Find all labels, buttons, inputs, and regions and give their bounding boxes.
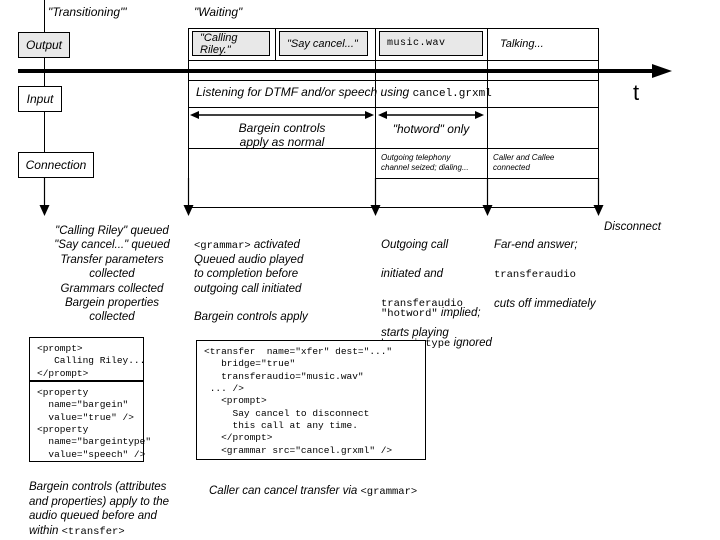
annotation-queued-audio: Queued audio played to completion before… — [194, 254, 304, 295]
annotation-transferaudio-code: transferaudio — [381, 297, 463, 310]
caption-cancel-transfer: Caller can cancel transfer via <grammar> — [209, 470, 499, 500]
code-box-property-text: <property name="bargein" value="true" />… — [37, 387, 152, 460]
grid-hline-output-top — [188, 28, 599, 29]
caption-cancel-text: Caller can cancel transfer via — [209, 485, 361, 498]
lane-label-output-text: Output — [25, 38, 63, 52]
lane-label-input-text: Input — [26, 92, 54, 106]
output-chip-say-cancel-text: "Say cancel..." — [287, 37, 358, 50]
time-axis-line — [18, 69, 658, 73]
grid-vline-waiting-start — [188, 28, 189, 208]
annotation-disconnect: Disconnect — [604, 221, 661, 233]
grid-vline-saycancel — [275, 28, 276, 60]
code-box-prompt: <prompt> Calling Riley... </prompt> — [29, 337, 146, 381]
annotation-outgoing-call-l2: initiated and — [381, 268, 444, 281]
lane-label-connection: Connection — [18, 152, 94, 178]
output-chip-music-wav: music.wav — [379, 31, 483, 56]
grid-hline-input-bottom — [188, 107, 599, 108]
event-arrow-far-end-answer — [482, 178, 493, 216]
caption-bargein-controls: Bargein controls (attributes and propert… — [29, 466, 194, 539]
lane-label-connection-text: Connection — [25, 158, 87, 172]
bargein-span-hotword-label: "hotword" only — [392, 122, 470, 136]
event-arrow-grammar-activated — [183, 178, 194, 216]
annotation-outgoing-call-l4: starts playing — [381, 326, 449, 339]
input-row-listening-prefix: Listening for DTMF and/or speech using — [196, 85, 413, 99]
time-axis-arrowhead — [652, 62, 672, 80]
phase-title-waiting: "Waiting" — [194, 5, 243, 19]
bargein-span-normal-label: Bargein controls apply as normal — [238, 121, 326, 150]
annotation-grammar-tail: activated — [250, 239, 300, 252]
annotation-grammar-activated: <grammar> activated — [194, 224, 374, 254]
event-arrow-collected — [39, 178, 50, 216]
event-arrow-outgoing-call — [370, 178, 381, 216]
annotation-far-end-l3: cuts off immediately — [494, 298, 596, 311]
annotation-hotword-tail: implied; — [437, 307, 481, 320]
lane-label-output: Output — [18, 32, 70, 58]
caption-transfer-tag: <transfer> — [61, 525, 125, 538]
annotation-bargeintype-tail: ignored — [450, 337, 492, 350]
lane-label-input: Input — [18, 86, 62, 112]
output-chip-calling-riley: "Calling Riley." — [192, 31, 270, 56]
annotation-collected: "Calling Riley" queued "Say cancel..." q… — [54, 225, 170, 324]
annotation-far-end-l1: Far-end answer; — [494, 239, 578, 252]
annotation-bargein-controls-apply: Bargein controls apply — [194, 311, 308, 323]
annotation-far-end-transferaudio: transferaudio — [494, 269, 576, 282]
code-box-transfer-text: <transfer name="xfer" dest="..." bridge=… — [204, 346, 393, 456]
event-arrow-disconnect — [593, 178, 604, 216]
output-chip-music-wav-text: music.wav — [387, 38, 446, 49]
grid-vline-talking — [487, 28, 488, 208]
grid-vline-right-edge — [598, 28, 599, 208]
annotation-outgoing-call-l1: Outgoing call — [381, 239, 449, 252]
connection-cell-dialing: Outgoing telephony channel seized; diali… — [381, 153, 469, 172]
grid-vline-music — [375, 28, 376, 208]
annotation-grammar-tag: <grammar> — [194, 240, 251, 253]
input-row-listening: Listening for DTMF and/or speech using c… — [196, 85, 492, 101]
output-chip-say-cancel: "Say cancel..." — [279, 31, 368, 56]
code-box-transfer: <transfer name="xfer" dest="..." bridge=… — [196, 340, 426, 460]
caption-grammar-tag: <grammar> — [360, 486, 418, 499]
output-chip-talking: Talking... — [491, 31, 595, 56]
output-chip-calling-riley-text: "Calling Riley." — [200, 31, 238, 56]
grid-hline-output-bottom — [188, 60, 599, 61]
grid-hline-bargein-bottom — [188, 148, 599, 149]
annotation-far-end-answer: Far-end answer; transferaudio cuts off i… — [494, 224, 624, 312]
time-axis-label: t — [633, 80, 640, 105]
annotation-outgoing-call: Outgoing call initiated and transferaudi… — [381, 224, 501, 340]
code-box-property: <property name="bargein" value="true" />… — [29, 381, 152, 462]
output-chip-talking-text: Talking... — [500, 37, 544, 50]
connection-cell-connected: Caller and Callee connected — [493, 153, 555, 172]
input-row-grammar-file: cancel.grxml — [412, 88, 492, 100]
caption-bargein-text: Bargein controls (attributes and propert… — [29, 481, 170, 537]
code-box-prompt-text: <prompt> Calling Riley... </prompt> — [37, 343, 146, 379]
annotation-hotword-code: "hotword" — [381, 308, 438, 321]
bargein-span-hotword-arrow — [378, 109, 484, 121]
bargein-span-normal-arrow — [190, 109, 374, 121]
phase-title-transitioning: "Transitioning"' — [48, 5, 127, 19]
grid-hline-table-bottom — [188, 207, 599, 208]
grid-hline-input-top — [188, 80, 599, 81]
